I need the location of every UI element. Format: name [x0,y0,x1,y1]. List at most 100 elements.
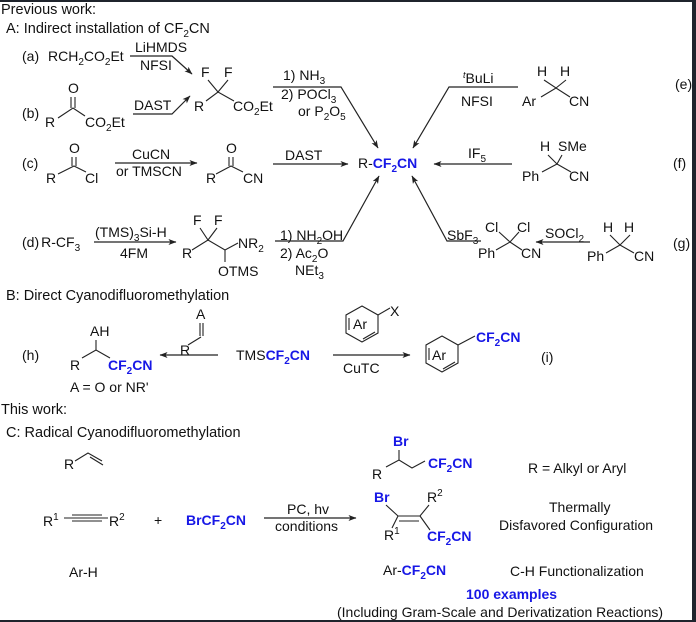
d-R: R [182,245,192,261]
e-Ar: Ar [522,93,536,109]
c-product-O: O [226,140,237,156]
h-reagent-R: R [180,342,190,358]
d-OTMS: OTMS [218,263,258,279]
i-reagent-bottom: CuTC [343,360,380,376]
f-skeleton [541,154,572,173]
b-reagent: DAST [134,97,172,113]
i-product-CF2CN: CF2CN [476,329,520,349]
g-reagent1: SbF3 [447,227,479,247]
p3-ArCF2CN: Ar-CF2CN [383,562,446,582]
section-b-title: B: Direct Cyanodifluoromethylation [6,288,229,304]
label-e: (e) [675,76,692,92]
label-i: (i) [541,349,553,365]
int-co2et: CO2Et [233,98,273,118]
c-alkene-R: R [64,456,74,472]
d-F1: F [193,212,202,228]
int-F2: F [224,64,233,80]
header-previous-work: Previous work: [1,2,96,18]
g-Cl2: Cl [517,219,530,235]
d-step3: NEt3 [295,262,324,282]
arrow-e [412,86,518,149]
b-skeleton [57,107,86,119]
cond-top: PC, hv [287,501,329,517]
d-step1: 1) NH2OH [280,227,343,247]
p2-note2: Disfavored Configuration [499,517,653,533]
p2-R2: R2 [427,488,443,505]
c-O: O [69,140,80,156]
c-reagent2: DAST [285,147,323,163]
a-substrate: RCH2CO2Et [48,48,124,68]
arrow-g1 [411,175,481,242]
f-reagent: IF5 [468,145,486,165]
p1-R: R [372,466,382,482]
g-H1: H [603,219,613,235]
d-reagent-top: (TMS)3Si-H [95,224,167,244]
d-F2: F [214,212,223,228]
g-H2: H [624,219,634,235]
int-F1: F [201,64,210,80]
label-c: (c) [22,155,38,171]
f-SMe: SMe [558,138,587,154]
i-product-Ar: Ar [432,347,446,363]
alkyne-R2: R2 [109,512,125,529]
e-H2: H [560,63,570,79]
label-g: (g) [673,235,690,251]
p2-CF2CN: CF2CN [427,528,471,548]
c-reagent-bottom: or TMSCN [116,163,182,179]
h-skeleton [81,340,111,359]
label-d: (d)R-CF3 [22,234,81,254]
i-product-arene [425,335,476,373]
header-this-work: This work: [1,402,67,418]
section-a-title: A: Indirect installation of CF2CN [6,21,210,40]
g-Cl1: Cl [485,219,498,235]
d-reagent-bottom: 4FM [120,245,148,261]
h-AH: AH [90,323,109,339]
p1-Br: Br [393,433,409,449]
label-f: (f) [673,155,686,171]
f-CN: CN [569,168,589,184]
e-H1: H [537,63,547,79]
p2-Br: Br [374,489,390,505]
g-CN2: CN [634,248,654,264]
h-R: R [70,357,80,373]
f-Ph: Ph [522,168,539,184]
e-reagent-bottom: NFSI [461,93,493,109]
d-NR2: NR2 [238,235,264,255]
b-R: R [45,114,55,130]
p1-skeleton [385,450,426,469]
d-step2: 2) Ac2O [280,245,328,265]
i-reagent-Ar: Ar [353,316,367,332]
p1-CF2CN: CF2CN [428,455,472,475]
p3-note: C-H Functionalization [510,563,644,579]
e-CN: CN [569,93,589,109]
e-skeleton [540,79,571,98]
c-reagent-top: CuCN [132,146,170,162]
p1-note: R = Alkyl or Aryl [528,460,626,476]
label-a: (a) [22,48,39,64]
h-reagent-A: A [196,306,206,322]
c-product-R: R [206,170,216,186]
h-CF2CN: CF2CN [108,357,152,377]
arrow-d-to-product [275,175,380,242]
g-reagent2: SOCl2 [545,225,584,245]
plus-sign: + [154,512,162,528]
c-product-CN: CN [243,170,263,186]
c-Cl: Cl [85,170,98,186]
i-reagent-X: X [390,303,400,319]
h-reagent-skeleton [187,323,204,346]
p2-note1: Thermally [549,499,610,515]
alkene-skeleton [74,452,104,466]
b-co2et: CO2Et [85,114,125,134]
p2-skeleton [385,504,431,531]
center-product: R-CF2CN [358,155,417,175]
h-note: A = O or NR' [70,379,149,395]
c-R: R [46,170,56,186]
d-skeleton [191,227,239,262]
conv-step1: 1) NH3 [283,67,326,87]
label-h: (h) [22,347,39,363]
int-skeleton [205,79,235,102]
alkyne-R1: R1 [43,512,59,529]
